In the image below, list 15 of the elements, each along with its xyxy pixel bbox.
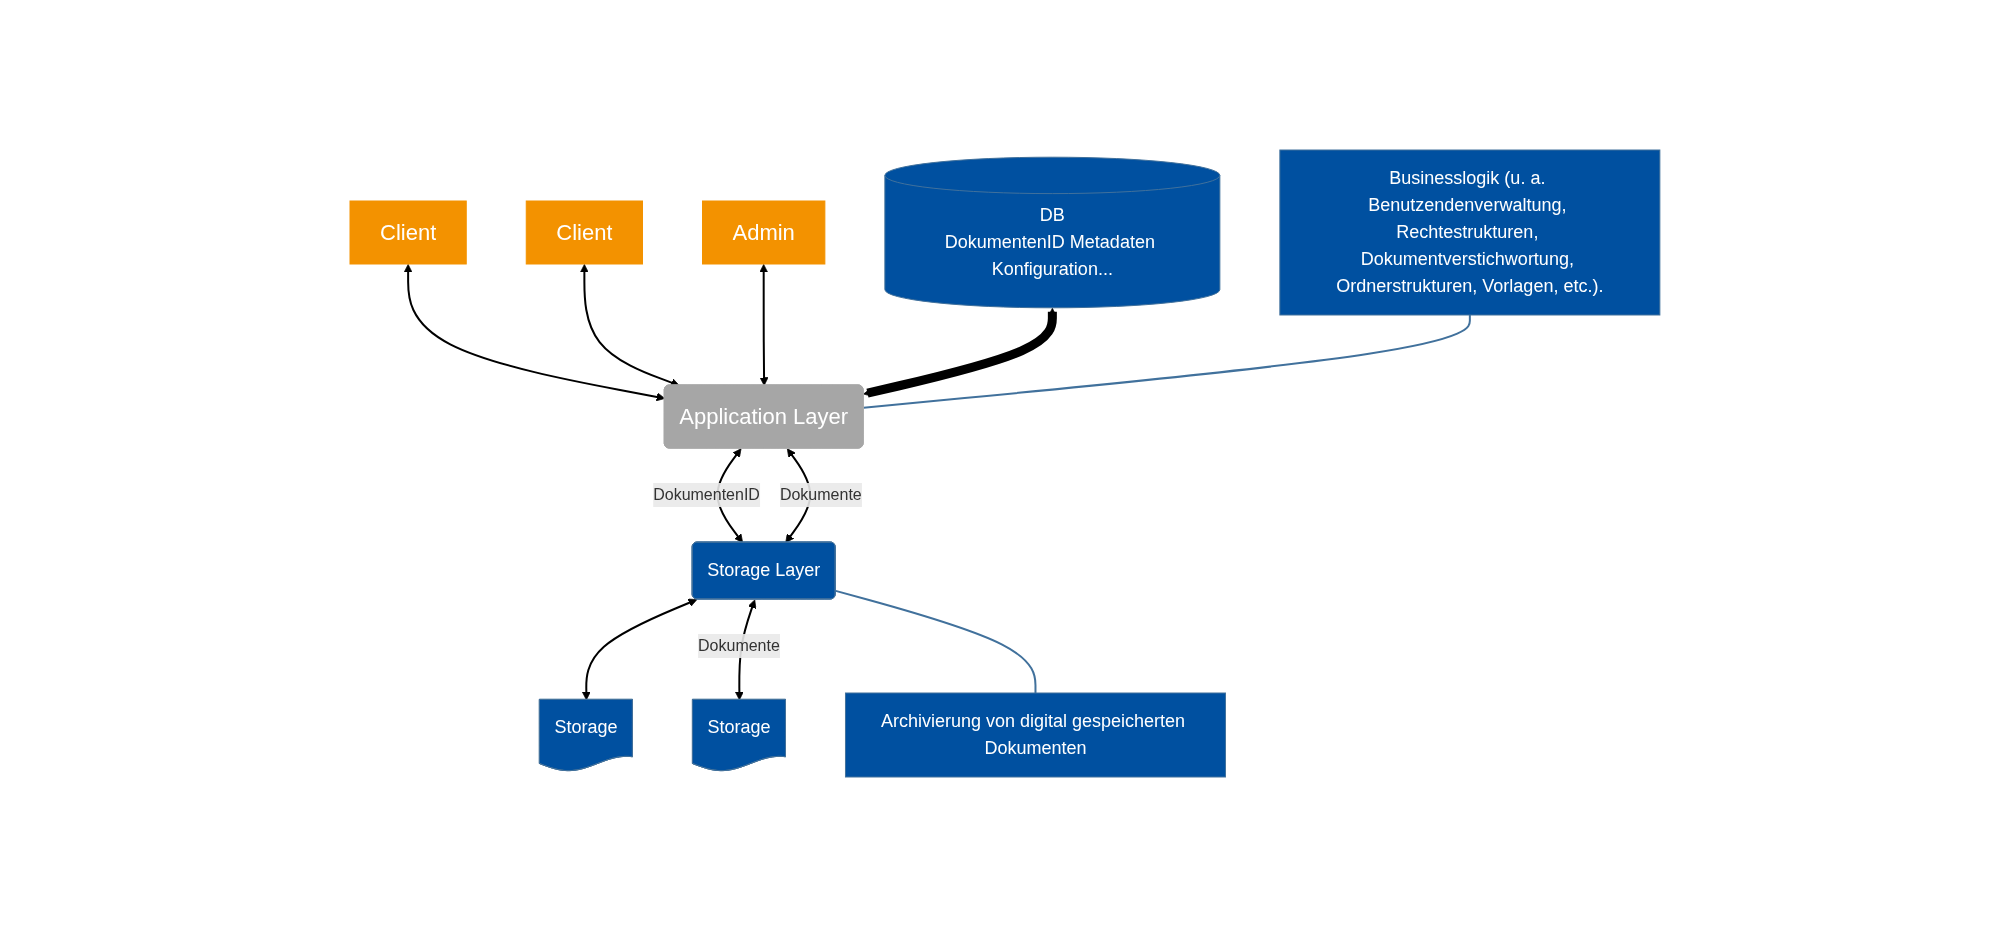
node-box: Client (525, 200, 644, 265)
node-box: Businesslogik (u. a. Benutzendenverwaltung, Rechtestrukturen, Dokumentverstichwortung, Ordnerstrukturen, Vorlagen, etc.). (1279, 149, 1661, 316)
edge-label: DokumentenID (653, 486, 760, 503)
arrow (580, 264, 680, 387)
node-box: Archivierung von digital gespeicherten Dokumenten (845, 692, 1227, 778)
connector (834, 589, 1037, 694)
arrow (403, 264, 666, 402)
arrow (582, 598, 698, 701)
node-box: Client (349, 200, 467, 265)
edge-label: Dokumente (698, 637, 780, 654)
node-box: Admin (702, 200, 826, 265)
edge-label: Dokumente (779, 486, 862, 503)
connector (862, 314, 1471, 409)
arrow (863, 307, 1057, 398)
arrow (759, 264, 769, 386)
